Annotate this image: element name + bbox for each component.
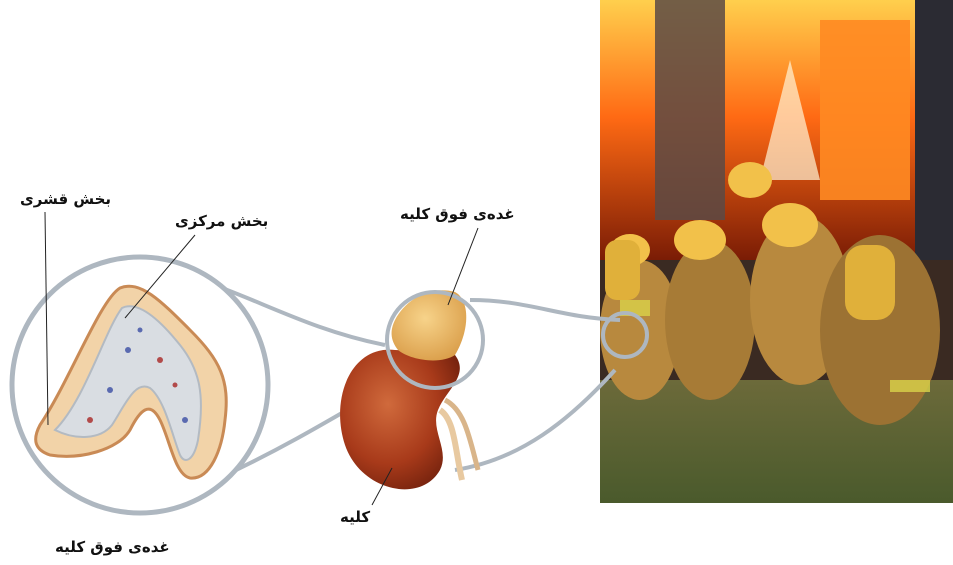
label-adrenal-gland-caption: غده‌ی فوق کلیه: [55, 538, 170, 556]
kidney-illustration: [340, 347, 478, 489]
firefighters-photo: [600, 0, 953, 503]
connector-lower: [455, 370, 615, 470]
label-adrenal-gland: غده‌ی فوق کلیه: [400, 205, 515, 223]
label-kidney: کلیه: [340, 508, 370, 526]
label-cortex: بخش قشری: [20, 190, 111, 208]
connector-upper: [470, 300, 620, 320]
leader-adrenal: [448, 228, 478, 305]
adrenal-gland-small: [392, 290, 467, 360]
label-medulla: بخش مرکزی: [175, 212, 268, 230]
